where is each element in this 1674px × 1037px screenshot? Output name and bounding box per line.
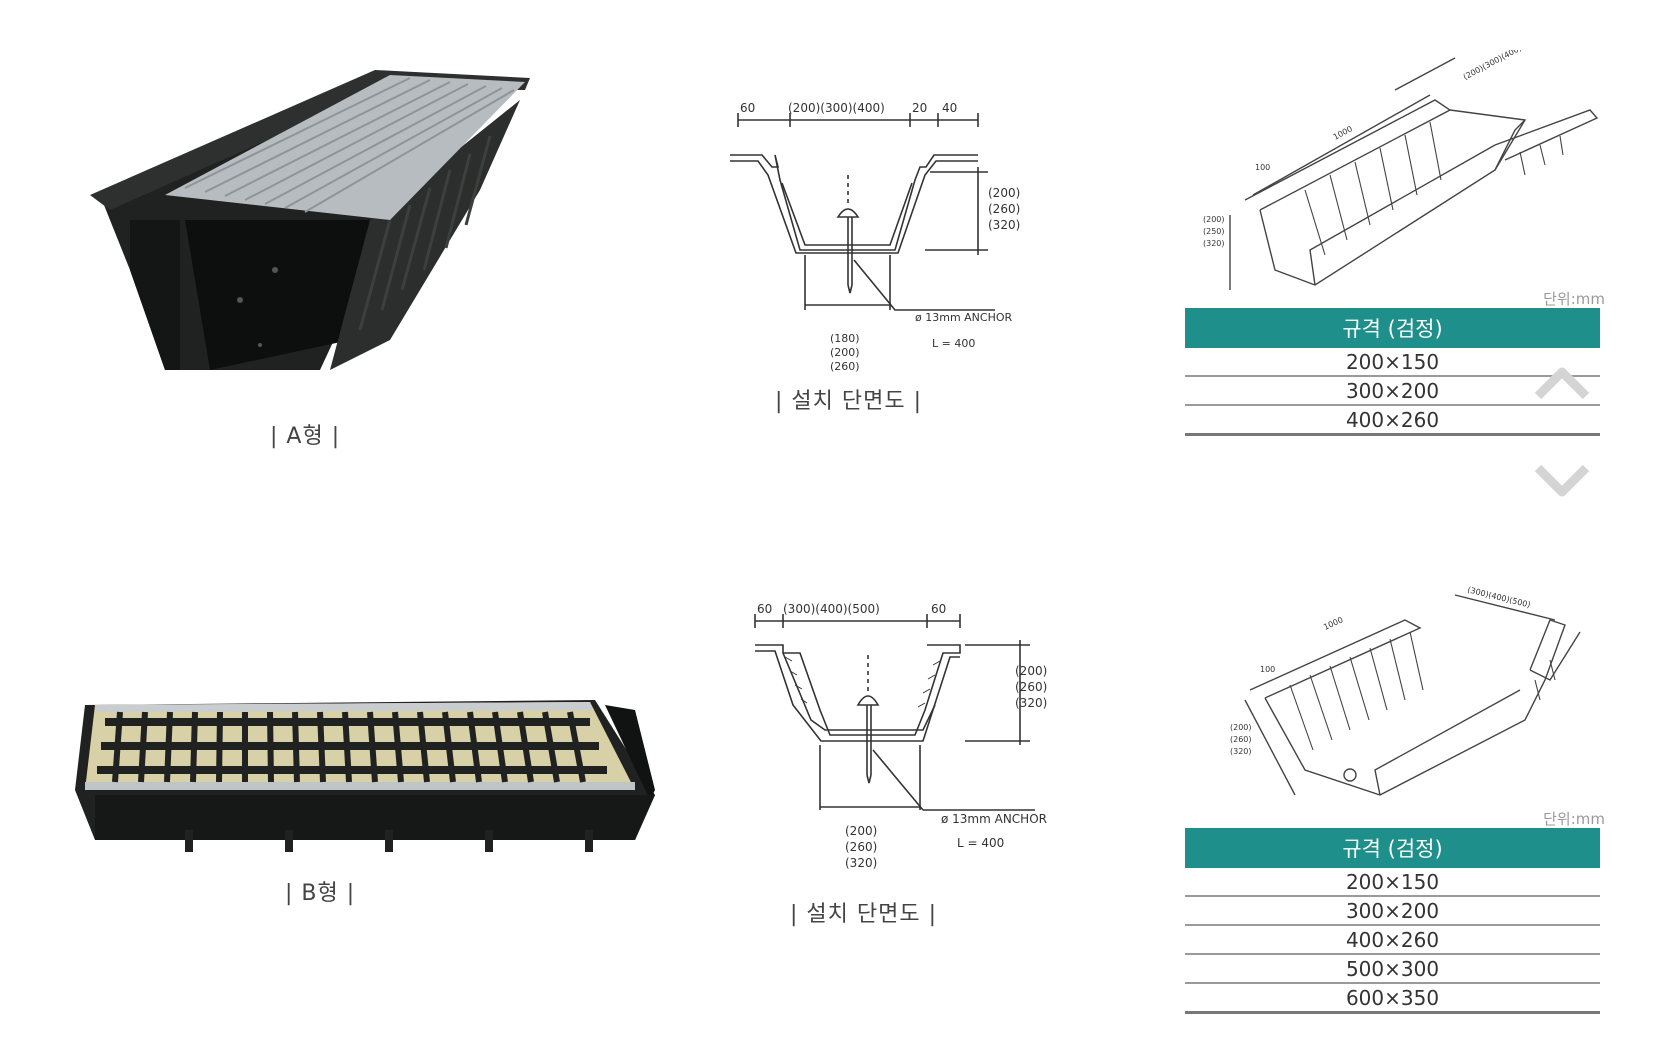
- table-row: 300×200: [1185, 896, 1600, 926]
- b-dim-b1: (200): [845, 824, 877, 838]
- table-row: 200×150: [1185, 868, 1600, 897]
- a-type-isometric-drawing: 1000 100 (200) (250) (320) (200)(300)(40…: [1203, 50, 1599, 290]
- a-diagram-caption: | 설치 단면도 |: [775, 389, 923, 414]
- a-dim-b2: (200): [830, 346, 860, 359]
- a-dim-60: 60: [740, 101, 755, 115]
- b-dim-b2: (260): [845, 840, 877, 854]
- b-iso-side1: (200): [1230, 723, 1252, 732]
- a-type-cross-section: 60 (200)(300)(400) 20 40 (200) (260) (32…: [730, 101, 1020, 373]
- b-dim-60-left: 60: [757, 602, 772, 616]
- chevron-up-icon[interactable]: [1532, 362, 1592, 402]
- b-anchor-length: L = 400: [957, 836, 1004, 850]
- b-dim-width: (300)(400)(500): [783, 602, 880, 616]
- a-unit-label: 단위:mm: [1543, 290, 1605, 308]
- a-type-channel-photo: [90, 70, 530, 370]
- a-anchor-length: L = 400: [932, 337, 975, 350]
- b-dim-h2: (260): [1015, 680, 1047, 694]
- table-row: 400×260: [1185, 405, 1600, 436]
- a-iso-side2: (250): [1203, 227, 1225, 236]
- a-dim-b3: (260): [830, 360, 860, 373]
- a-iso-side1: (200): [1203, 215, 1225, 224]
- b-type-cross-section: 60 (300)(400)(500) 60 (200) (260) (320) …: [754, 602, 1047, 870]
- b-diagram-caption: | 설치 단면도 |: [790, 902, 938, 927]
- b-table-header: 규격 (검정): [1185, 828, 1600, 868]
- b-type-caption: | B형 |: [285, 881, 356, 906]
- a-iso-side3: (320): [1203, 239, 1225, 248]
- a-dim-40: 40: [942, 101, 957, 115]
- b-iso-small: 100: [1260, 665, 1275, 674]
- a-spec-table: 규격 (검정) 200×150 300×200 400×260: [1185, 308, 1600, 436]
- b-dim-b3: (320): [845, 856, 877, 870]
- table-row: 300×200: [1185, 376, 1600, 406]
- b-iso-side2: (260): [1230, 735, 1252, 744]
- table-row: 500×300: [1185, 954, 1600, 984]
- a-dim-width: (200)(300)(400): [788, 101, 885, 115]
- a-iso-small: 100: [1255, 163, 1270, 172]
- table-row: 600×350: [1185, 983, 1600, 1014]
- b-iso-length: 1000: [1322, 615, 1344, 632]
- b-type-channel-photo: [75, 700, 655, 852]
- chevron-down-icon[interactable]: [1532, 462, 1592, 502]
- a-dim-h1: (200): [988, 186, 1020, 200]
- a-type-caption: | A형 |: [270, 424, 341, 449]
- b-dim-60-right: 60: [931, 602, 946, 616]
- a-anchor-label: ø 13mm ANCHOR: [915, 311, 1013, 324]
- b-dim-h3: (320): [1015, 696, 1047, 710]
- b-iso-side3: (320): [1230, 747, 1252, 756]
- b-dim-h1: (200): [1015, 664, 1047, 678]
- a-table-header: 규격 (검정): [1185, 308, 1600, 348]
- a-iso-top: (200)(300)(400): [1462, 50, 1523, 82]
- table-row: 400×260: [1185, 925, 1600, 955]
- b-spec-table: 규격 (검정) 200×150 300×200 400×260 500×300 …: [1185, 828, 1600, 1014]
- b-anchor-label: ø 13mm ANCHOR: [941, 812, 1047, 826]
- b-type-isometric-drawing: 1000 100 (200) (260) (320) (300)(400)(50…: [1230, 585, 1581, 796]
- a-dim-h3: (320): [988, 218, 1020, 232]
- table-row: 200×150: [1185, 348, 1600, 377]
- b-unit-label: 단위:mm: [1543, 810, 1605, 828]
- a-dim-b1: (180): [830, 332, 860, 345]
- a-dim-20: 20: [912, 101, 927, 115]
- a-dim-h2: (260): [988, 202, 1020, 216]
